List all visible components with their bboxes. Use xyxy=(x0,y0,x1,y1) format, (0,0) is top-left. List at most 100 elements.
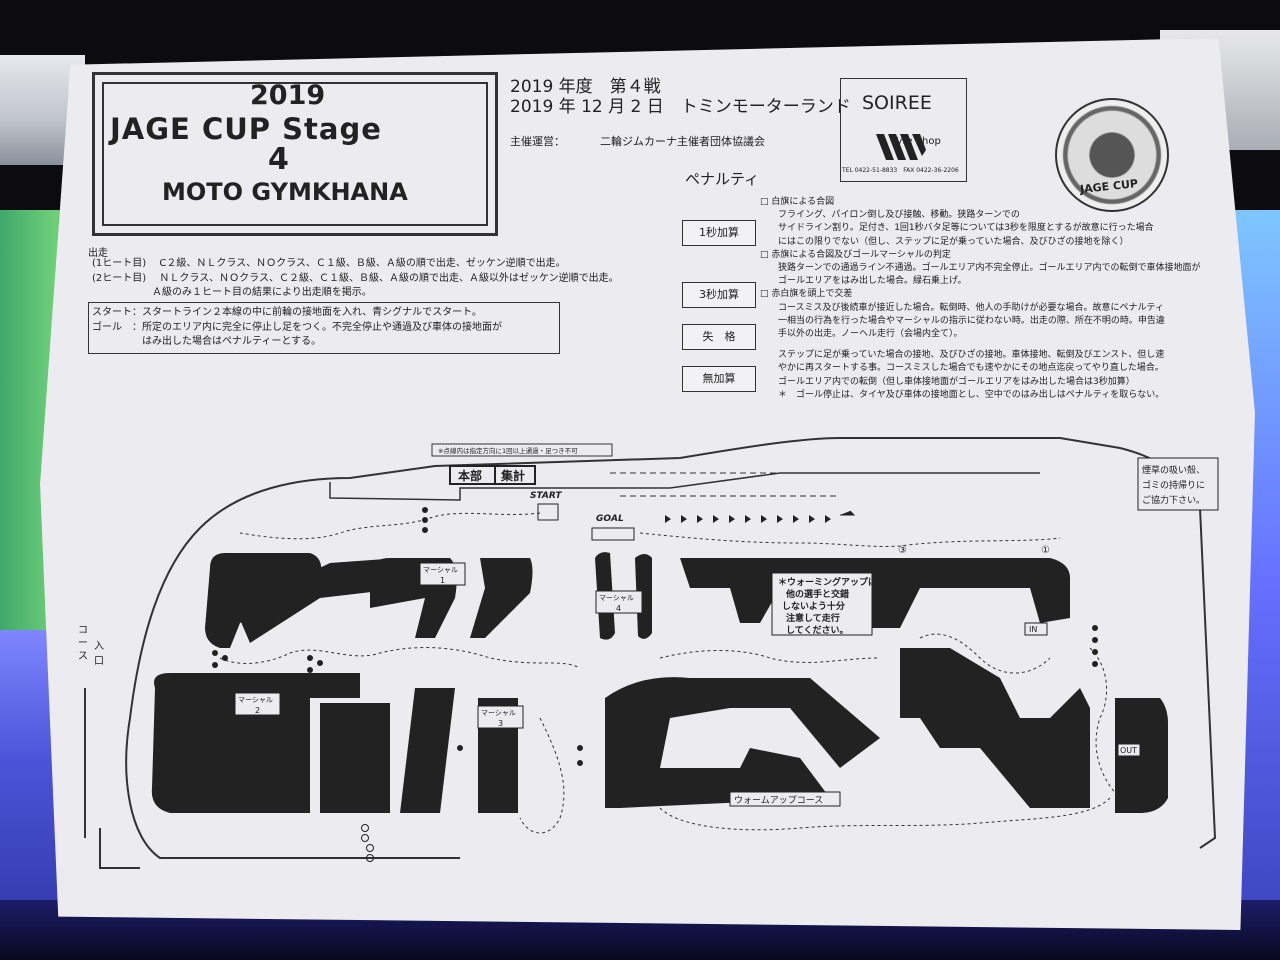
run-order: (1ヒート目) C２級、ＮＬクラス、ＮＯクラス、Ｃ１級、Ｂ級、Ａ級の順で出走、ゼ… xyxy=(92,257,619,301)
marshal-4-box xyxy=(595,590,643,614)
top-note-box xyxy=(431,443,613,457)
entrance-char: ー xyxy=(78,638,88,649)
hq-label: 本部 xyxy=(458,468,482,483)
warmup-note-line: 注意して走行 xyxy=(786,612,840,624)
smoking-note-line: ご協力下さい。 xyxy=(1142,494,1205,506)
marshal-4-label: マーシャル xyxy=(599,594,634,602)
marker-3: ③ xyxy=(898,545,907,556)
marshal-1-label: マーシャル xyxy=(423,566,458,574)
warmup-note-line: ＊ウォーミングアップは xyxy=(778,576,877,588)
out-label: OUT xyxy=(1120,746,1137,755)
sponsor-box xyxy=(840,78,967,182)
penalty-line: ゴールエリアをはみ出した場合。緑石乗上げ。 xyxy=(760,276,967,287)
penalty-none: 無加算 xyxy=(682,366,756,392)
penalty-line: ステップに足が乗っていた場合の接地、及びひざの接地。車体接地、転倒及びエンスト、… xyxy=(760,350,1165,361)
title-stage-number: 4 xyxy=(268,142,289,177)
circuit-outline-left xyxy=(125,527,460,859)
penalty-line: フライング、パイロン倒し及び接触、移動。狭路ターンでの xyxy=(760,210,1020,221)
event-date-venue: 2019 年 12 月 2 日 トミンモーターランド xyxy=(510,97,851,117)
tally-label: 集計 xyxy=(500,468,525,483)
sponsor-tagline: Tyre Shop xyxy=(892,136,941,147)
marshal-2-number: 2 xyxy=(255,706,260,715)
warmup-course-label: ウォームアップコース xyxy=(734,795,823,806)
marshal-3-number: 3 xyxy=(498,719,503,728)
warmup-course-box xyxy=(729,791,841,807)
marshal-1-box xyxy=(419,562,466,586)
penalty-line: □ 白旗による合図 xyxy=(760,197,835,207)
entrance-char: 入 xyxy=(94,641,104,652)
pylons xyxy=(212,507,1098,862)
run-line: (2ヒート目) ＮＬクラス、ＮＯクラス、Ｃ２級、Ｃ１級、Ｂ級、Ａ級の順で出走、Ａ… xyxy=(92,272,619,284)
penalty-line: 狭路ターンでの通過ライン不通過。ゴールエリア内不完全停止。ゴールエリア内での転倒… xyxy=(760,263,1201,274)
penalty-line: □ 赤旗による合図及びゴールマーシャルの判定 xyxy=(760,249,951,260)
run-title: 出走 xyxy=(88,248,108,259)
start-line: はみ出した場合はペナルティーとする。 xyxy=(92,336,322,347)
goal-label: GOAL xyxy=(596,514,624,524)
marshal-3-box xyxy=(477,705,524,729)
start-line-marker xyxy=(537,503,559,521)
course-map: ※点線内は指定方向に1回以上通過・足つき不可 本部 集計 START GOAL … xyxy=(78,437,1219,869)
tally-box xyxy=(494,465,536,485)
smoking-note-line: 煙草の吸い殻、 xyxy=(1142,464,1205,476)
entrance-char: ス xyxy=(78,651,88,662)
penalty-dq: 失 格 xyxy=(682,324,756,350)
warmup-note-line: してください。 xyxy=(786,625,848,636)
entrance-char: コ xyxy=(78,625,88,636)
sponsor-phone: TEL 0422-51-8833 FAX 0422-36-2206 xyxy=(842,167,959,174)
in-label: IN xyxy=(1029,625,1037,634)
penalty-3sec: 3秒加算 xyxy=(682,282,756,308)
penalty-line: □ 赤白旗を頭上で交差 xyxy=(760,289,853,300)
penalty-line: ゴールエリア内での転倒（但し車体接地面がゴールエリアをはみ出した場合は3秒加算） xyxy=(760,376,1135,387)
marshal-3-label: マーシャル xyxy=(481,709,516,717)
penalty-line: 手以外の出走。ノーヘル走行（会場内全て）。 xyxy=(760,329,963,340)
marker-1: ① xyxy=(1041,545,1050,556)
organizer-label: 主催運営： xyxy=(510,135,565,148)
entrance-wall xyxy=(99,828,140,869)
marshal-2-label: マーシャル xyxy=(238,696,273,704)
penalty-line: ＊ ゴール停止は、タイヤ及び車体の接地面とし、空中でのはみ出しはペナルティを取ら… xyxy=(760,389,1165,400)
title-frame xyxy=(92,72,498,236)
start-line: ゴール ：所定のエリア内に完全に停止し足をつく。不完全停止や通過及び車体の接地面… xyxy=(92,321,502,333)
warmup-note-line: 他の選手と交錯 xyxy=(785,588,849,600)
course-paths xyxy=(219,512,1121,834)
penalty-line: にはこの限りでない（但し、ステップに足が乗っていた場合、及びひざの接地を除く） xyxy=(760,236,1129,247)
start-line: スタート：スタートライン２本線の中に前輪の接地面を入れ、青シグナルでスタート。 xyxy=(92,307,482,318)
goal-chevrons xyxy=(665,510,856,523)
penalty-heading: ペナルティ xyxy=(685,170,760,188)
entrance-char: 口 xyxy=(94,656,104,667)
penalty-line: 一相当の行為を行った場合やマーシャルの指示に従わない時。出走の際、所在不明の時。… xyxy=(760,315,1165,326)
in-box xyxy=(1024,622,1048,636)
smoking-note-line: ゴミの持帰りに xyxy=(1142,479,1205,491)
marshal-1-number: 1 xyxy=(440,576,445,585)
warmup-note-line: しないよう十分 xyxy=(782,600,845,612)
marshal-4-number: 4 xyxy=(616,604,621,613)
sponsor-name: SOIREE xyxy=(862,92,932,114)
penalty-line: コースミス及び後続車が接近した場合。転倒時、他人の手助けが必要な場合。故意にペナ… xyxy=(760,302,1165,313)
penalty-1sec: 1秒加算 xyxy=(682,220,756,246)
course-blocks xyxy=(151,552,1168,813)
penalty-line xyxy=(760,341,1215,349)
top-note: ※点線内は指定方向に1回以上通過・足つき不可 xyxy=(438,446,578,455)
run-line: Ａ級のみ１ヒート目の結果により出走順を掲示。 xyxy=(152,287,372,298)
title-cup: JAGE CUP Stage xyxy=(110,112,382,146)
start-goal-rules: スタート：スタートライン２本線の中に前輪の接地面を入れ、青シグナルでスタート。 … xyxy=(92,306,502,350)
jage-emblem-icon xyxy=(1055,98,1169,212)
title-year: 2019 xyxy=(250,80,326,111)
organizer-name: 二輪ジムカーナ主催者団体協議会 xyxy=(600,135,765,148)
course-entrance: コ ー ス 入 口 xyxy=(78,625,107,667)
out-box xyxy=(1117,743,1141,757)
warmup-note: ＊ウォーミングアップは 他の選手と交錯 しないよう十分 注意して走行 してくださ… xyxy=(778,576,880,636)
penalty-line: サイドライン割り。足付き、1回1秒バタ足等については3秒を限度とするが故意に行っ… xyxy=(760,223,1154,234)
event-round: 2019 年度 第４戦 xyxy=(510,77,661,97)
warmup-note-box xyxy=(771,572,873,636)
start-goal-box xyxy=(88,302,560,354)
title-event: MOTO GYMKHANA xyxy=(162,178,408,206)
penalty-details: □ 白旗による合図 フライング、パイロン倒し及び接触、移動。狭路ターンでの サイ… xyxy=(760,196,1215,402)
smoking-note: 煙草の吸い殻、 ゴミの持帰りに ご協力下さい。 xyxy=(1142,464,1208,506)
start-label: START xyxy=(530,491,562,501)
penalty-line: やかに再スタートする事。コースミスした場合でも速やかにその地点迄戻ってやり直した… xyxy=(760,363,1164,374)
run-line: (1ヒート目) C２級、ＮＬクラス、ＮＯクラス、Ｃ１級、Ｂ級、Ａ級の順で出走、ゼ… xyxy=(92,258,566,269)
sponsor-logo-icon xyxy=(876,134,926,160)
smoking-note-box xyxy=(1137,457,1219,511)
marshal-2-box xyxy=(234,692,281,716)
